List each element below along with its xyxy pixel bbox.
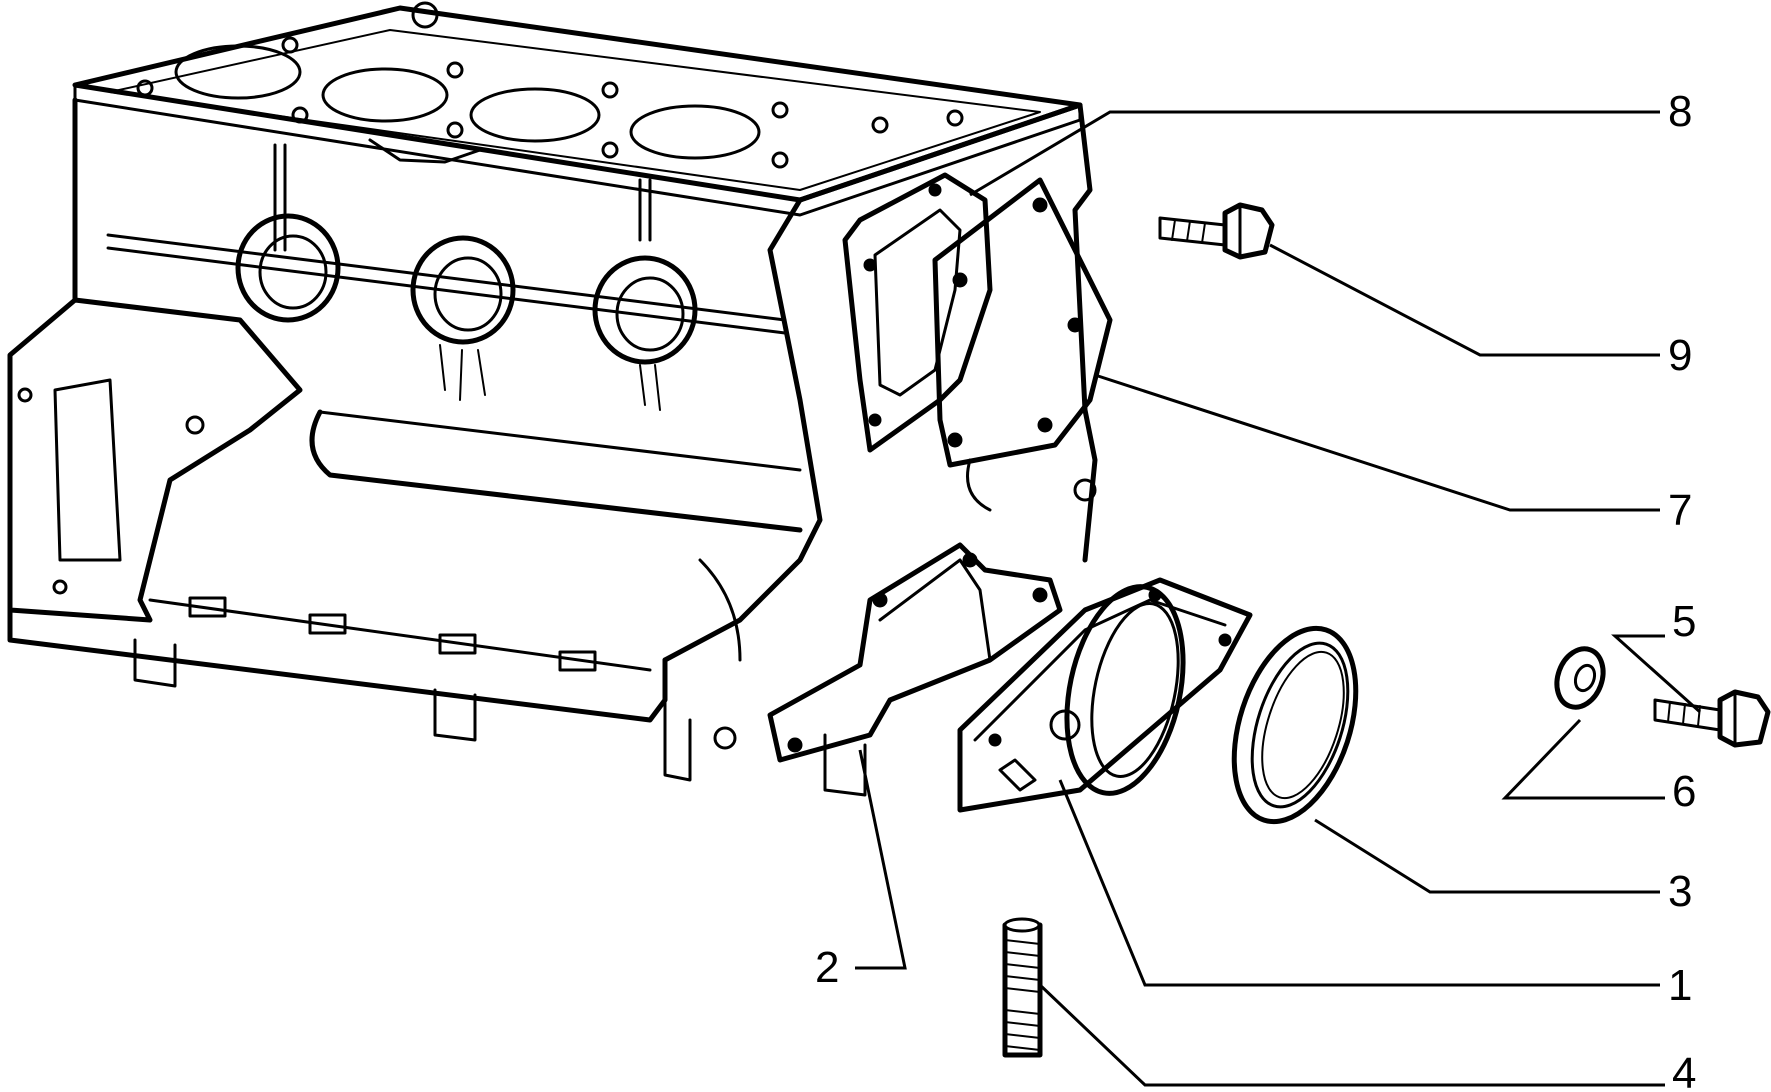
leader-1 <box>1058 779 1660 987</box>
callout-5: 5 <box>1672 597 1696 646</box>
callout-2: 2 <box>815 943 839 992</box>
callout-7: 7 <box>1668 486 1692 535</box>
callout-3: 3 <box>1668 867 1692 916</box>
part-2-rear-gasket <box>767 542 1063 763</box>
part-8-cover-gasket <box>842 172 993 453</box>
engine-block <box>7 1 1098 797</box>
part-4-stud <box>1002 917 1043 1058</box>
part-6-washer <box>1554 646 1606 710</box>
callout-4: 4 <box>1672 1049 1696 1092</box>
leader-4 <box>1038 983 1665 1087</box>
leader-6 <box>1501 718 1665 800</box>
part-5-bolt <box>1653 689 1771 748</box>
leader-8 <box>969 110 1660 197</box>
part-3-oil-seal <box>1231 625 1359 825</box>
leader-3 <box>1314 818 1660 894</box>
callout-1: 1 <box>1668 961 1692 1010</box>
part-1-seal-housing <box>957 577 1253 813</box>
leader-lines <box>855 110 1701 1087</box>
leader-7 <box>1094 373 1660 512</box>
part-7-cover-plate <box>932 177 1113 468</box>
leader-5 <box>1611 634 1701 714</box>
leader-9 <box>1269 243 1660 357</box>
callout-9: 9 <box>1668 331 1692 380</box>
leader-2 <box>855 749 907 970</box>
callout-8: 8 <box>1668 87 1692 136</box>
part-9-bolt <box>1158 202 1275 260</box>
callout-labels: 8 9 7 5 6 3 1 4 2 <box>815 87 1696 1092</box>
callout-6: 6 <box>1672 767 1696 816</box>
